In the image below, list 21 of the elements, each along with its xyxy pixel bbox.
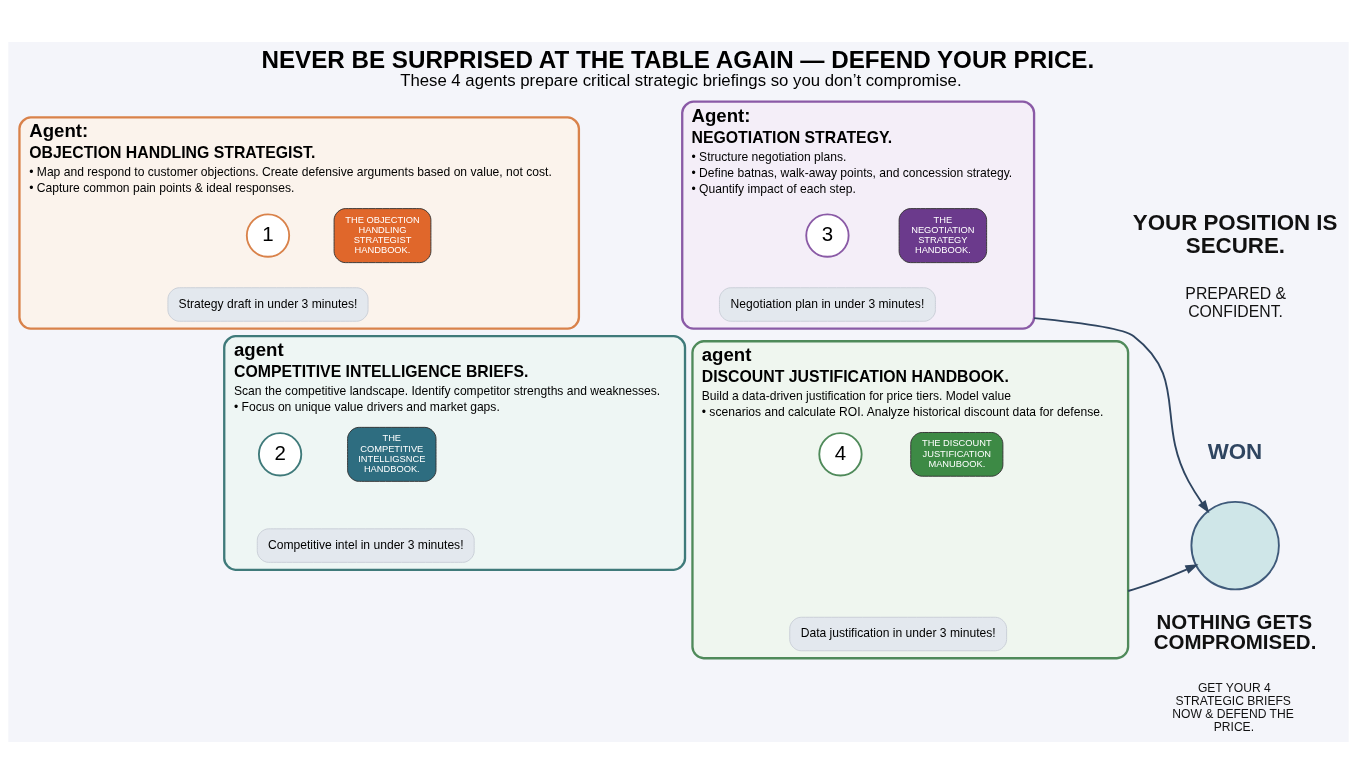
label: GET YOUR 4 STRATEGIC BRIEFS NOW & DEFEND THE PRICE. — [1172, 681, 1294, 735]
node-circle: 1 — [245, 213, 291, 258]
node-circle: 3 — [805, 213, 850, 258]
node-box: Competitive intel in under 3 minutes! — [256, 528, 475, 563]
node-box: Strategy draft in under 3 minutes! — [167, 287, 369, 322]
node-box: THE COMPETITIVE INTELLIGSNCE HANDBOOK. — [347, 426, 437, 482]
diagram-title: NEVER BE SURPRISED AT THE TABLE AGAIN — DEFEND YOUR PRICE. — [261, 45, 1095, 73]
label: YOUR POSITION IS SECURE. — [1132, 210, 1338, 258]
node-box: THE OBJECTION HANDLING STRATEGIST HANDBOOK. — [333, 208, 432, 264]
label: PREPARED & CONFIDENT. — [1185, 285, 1287, 321]
node-circle: 2 — [258, 432, 303, 477]
arrow — [1033, 317, 1210, 514]
node-box: THE DISCOUNT JUSTIFICATION MANUBOOK. — [910, 432, 1004, 477]
node-box: THE NEGOTIATION STRATEGY HANDBOOK. — [898, 208, 988, 264]
node-box: Data justification in under 3 minutes! — [789, 616, 1008, 652]
label: WON — [1207, 439, 1263, 465]
node-box: Negotiation plan in under 3 minutes! — [719, 287, 936, 322]
caption: These 4 agents prepare critical strategic briefings so you don’t compromise. — [400, 71, 962, 91]
label: NOTHING GETS COMPROMISED. — [1153, 609, 1317, 654]
arrow — [1127, 564, 1199, 592]
node-circle: 4 — [818, 432, 863, 477]
